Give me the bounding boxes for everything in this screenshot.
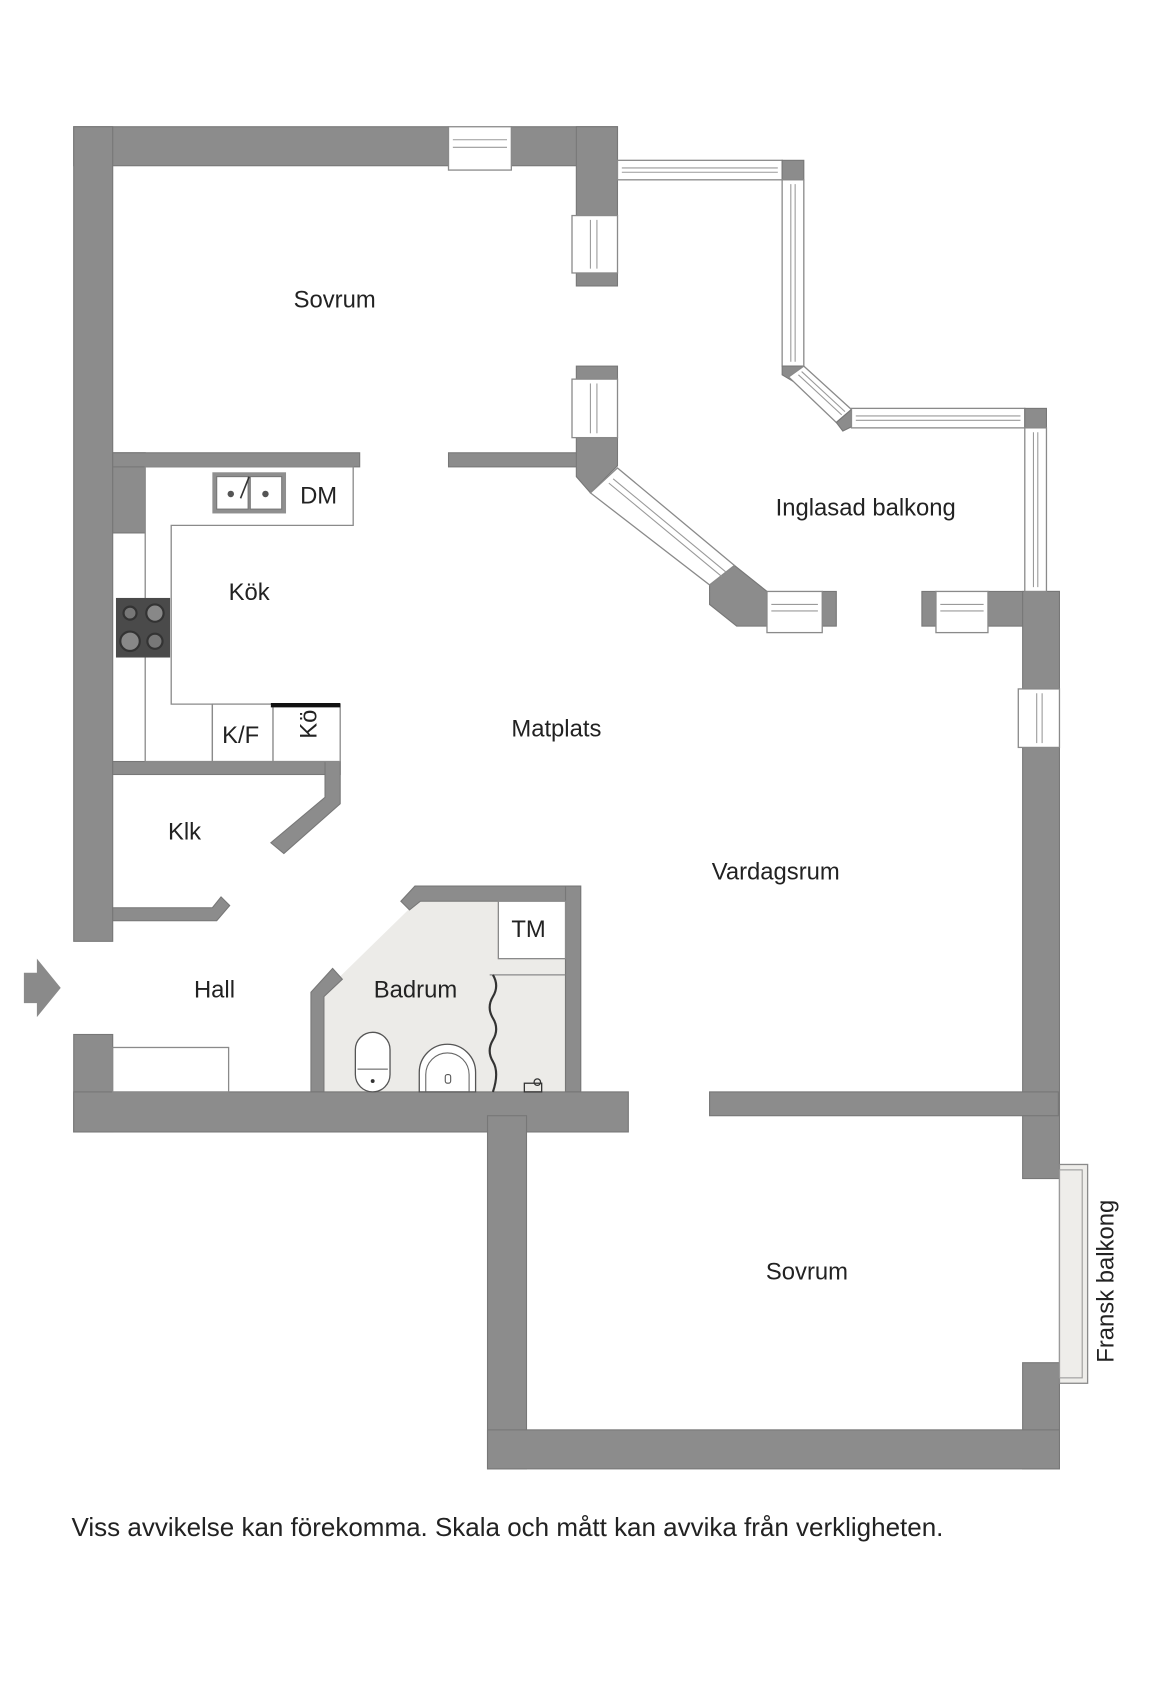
entrance-arrow-icon: [23, 958, 61, 1018]
bathroom-fixtures: [354, 900, 567, 1093]
room-label-cold-storage: Kö: [295, 710, 322, 739]
shower-drain-icon: [523, 1078, 543, 1093]
room-label-hall: Hall: [194, 977, 235, 1004]
walls: [73, 126, 1060, 1470]
room-label-fridge-freezer: K/F: [222, 722, 259, 749]
room-label-dining: Matplats: [511, 716, 601, 743]
toilet-icon: [354, 1031, 391, 1093]
room-label-closet: Klk: [168, 819, 201, 846]
shower-curtain-icon: [488, 974, 498, 1093]
windows: [447, 126, 1089, 1384]
room-label-french-balcony: Fransk balkong: [1093, 1200, 1120, 1363]
disclaimer-caption: Viss avvikelse kan förekomma. Skala och …: [72, 1512, 944, 1542]
french-balcony-railing: [1058, 1163, 1089, 1384]
hall-wardrobe: [112, 1046, 230, 1093]
washbasin-icon: [418, 1043, 477, 1093]
room-label-bedroom-top: Sovrum: [294, 287, 376, 314]
room-label-dishwasher: DM: [300, 483, 337, 510]
sink-icon: [212, 472, 287, 514]
room-label-living-room: Vardagsrum: [712, 859, 840, 886]
room-label-bathroom: Badrum: [374, 977, 457, 1004]
kitchen-fixtures: [115, 466, 354, 763]
stove-icon: [115, 597, 171, 658]
room-label-washing-machine: TM: [511, 916, 545, 943]
room-label-glazed-balcony: Inglasad balkong: [776, 495, 956, 522]
room-label-kitchen: Kök: [229, 579, 270, 606]
room-label-bedroom-bottom: Sovrum: [766, 1258, 848, 1285]
